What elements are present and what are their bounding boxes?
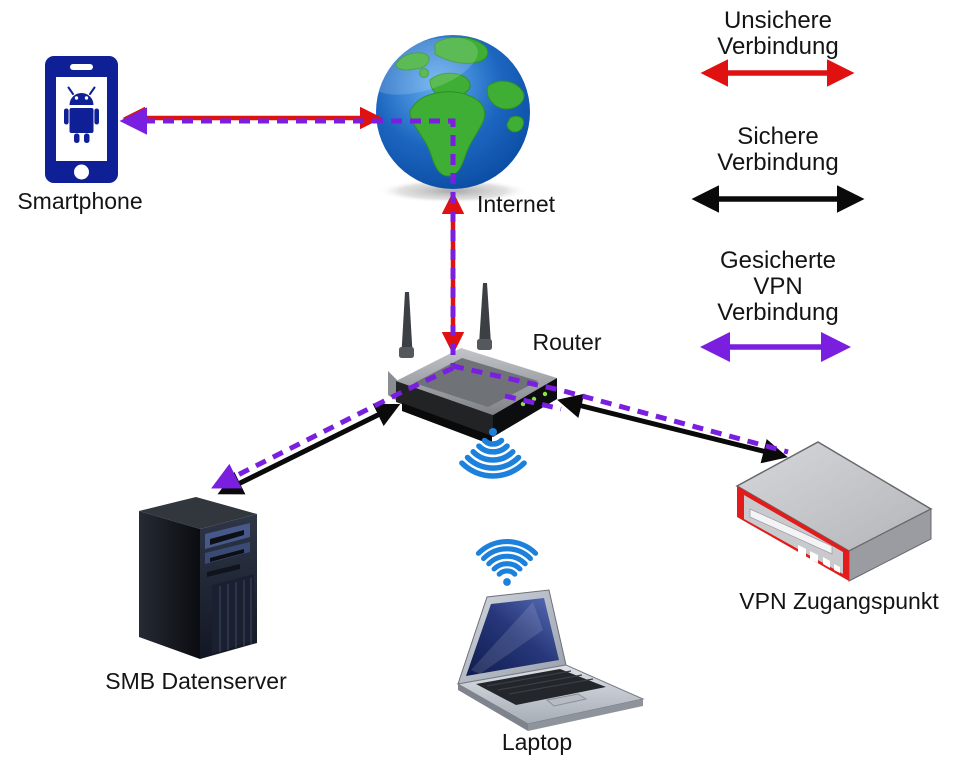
connection-router-server: [217, 403, 401, 495]
laptop-label: Laptop: [501, 729, 573, 755]
globe-icon: [370, 35, 530, 203]
connection-router-vpn: [557, 393, 788, 464]
smartphone-label: Smartphone: [17, 188, 143, 214]
internet-label: Internet: [477, 191, 555, 217]
smartphone-icon: [45, 56, 118, 183]
legend-label-safe: Sichere Verbindung: [717, 123, 839, 176]
legend-label-vpn: Gesicherte VPN Verbindung: [717, 247, 839, 326]
laptop-icon: [456, 589, 645, 731]
router-icon: [388, 283, 557, 445]
server-icon: [139, 497, 257, 659]
legend-label-unsafe: Unsichere Verbindung: [717, 7, 839, 60]
server-label: SMB Datenserver: [105, 668, 287, 694]
router-label: Router: [532, 329, 602, 355]
android-robot-icon: [64, 86, 99, 143]
wifi-icon-router: [459, 428, 527, 479]
wifi-icon-laptop: [475, 539, 539, 586]
vpn-appliance-icon: [735, 441, 933, 582]
vpn-gateway-label: VPN Zugangspunkt: [739, 588, 939, 614]
vpn-tunnel-overlay: [119, 107, 789, 489]
